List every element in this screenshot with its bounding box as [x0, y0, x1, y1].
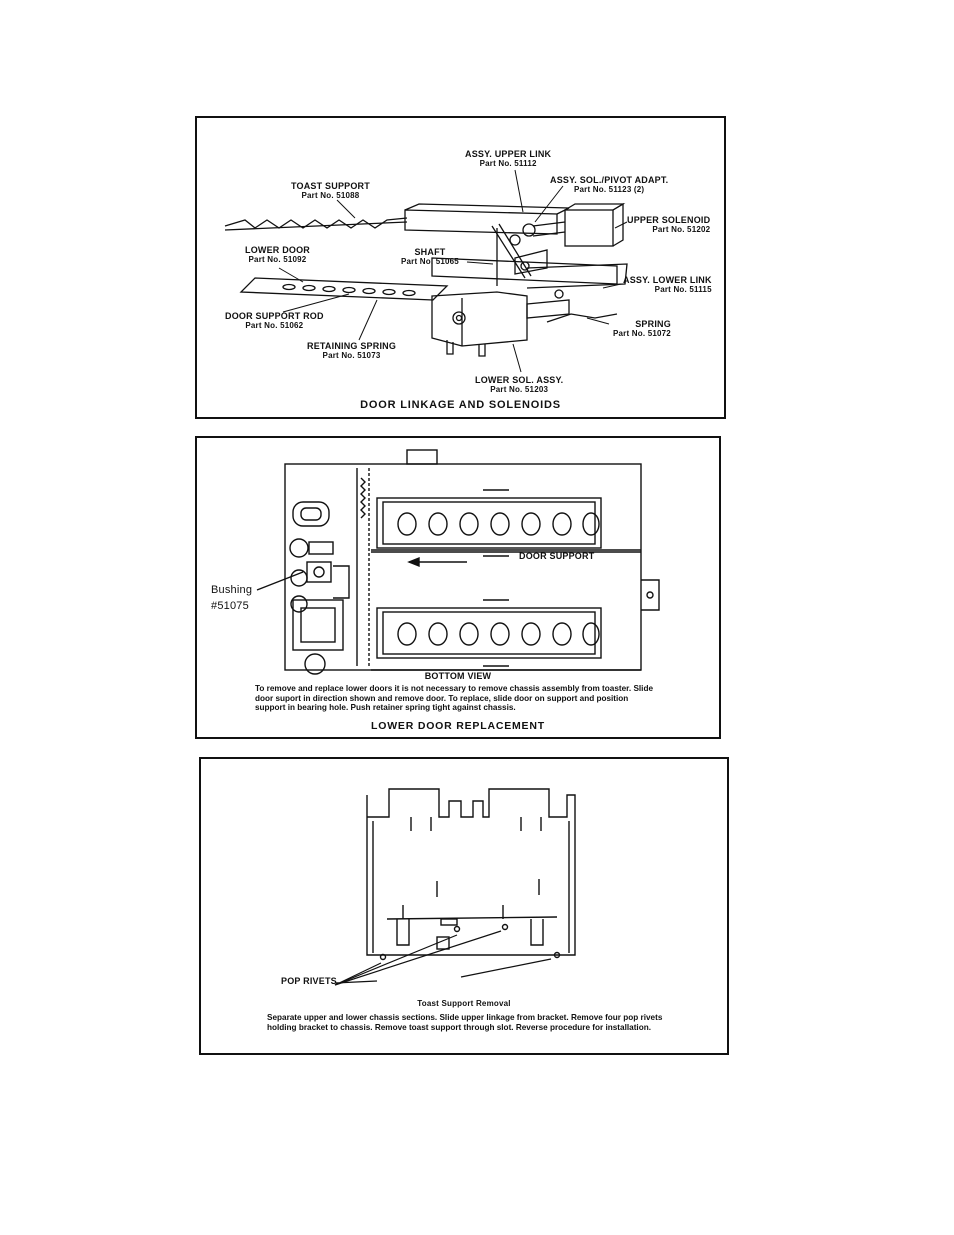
bushing-label: Bushing	[211, 584, 253, 596]
lower-sol-callout: LOWER SOL. ASSY. Part No. 51203	[475, 375, 564, 395]
pop-rivets-label: POP RIVETS	[281, 976, 337, 986]
panel1-title: DOOR LINKAGE AND SOLENOIDS	[360, 399, 561, 411]
panel2-title: LOWER DOOR REPLACEMENT	[371, 720, 545, 732]
lower-door-note: To remove and replace lower doors it is …	[255, 684, 654, 712]
toast-support-callout: TOAST SUPPORT Part No. 51088	[291, 181, 370, 201]
sol-pivot-callout: ASSY. SOL./PIVOT ADAPT. Part No. 51123 (…	[550, 175, 669, 195]
lower-door-replacement-panel: DOOR SUPPORT Bushing #51075 BOTTOM VIEW …	[195, 436, 721, 739]
chassis-bracket-drawing	[334, 788, 576, 986]
lower-link-callout: ASSY. LOWER LINK Part No. 51115	[623, 275, 712, 295]
retaining-spring-callout: RETAINING SPRING Part No. 51073	[307, 341, 397, 361]
bottom-view-drawing	[256, 449, 660, 675]
door-support-rod-callout: DOOR SUPPORT ROD Part No. 51062	[225, 311, 324, 331]
lower-door-callout: LOWER DOOR Part No. 51092	[245, 245, 310, 265]
toast-support-removal-panel: POP RIVETS Toast Support Removal Separat…	[199, 757, 729, 1055]
spring-callout: SPRING Part No. 51072	[613, 319, 671, 339]
upper-link-callout: ASSY. UPPER LINK Part No. 51112	[465, 149, 552, 169]
shaft-callout: SHAFT Part No. 51065	[401, 247, 459, 267]
door-support-label: DOOR SUPPORT	[519, 551, 595, 561]
door-linkage-drawing	[224, 169, 628, 373]
panel3-title: Toast Support Removal	[417, 999, 511, 1008]
door-linkage-panel: ASSY. UPPER LINK Part No. 51112 ASSY. SO…	[195, 116, 726, 419]
toast-support-note: Separate upper and lower chassis section…	[267, 1013, 663, 1032]
upper-solenoid-callout: UPPER SOLENOID Part No. 51202	[627, 215, 711, 235]
bushing-part-label: #51075	[211, 600, 249, 612]
bottom-view-label: BOTTOM VIEW	[424, 671, 492, 681]
